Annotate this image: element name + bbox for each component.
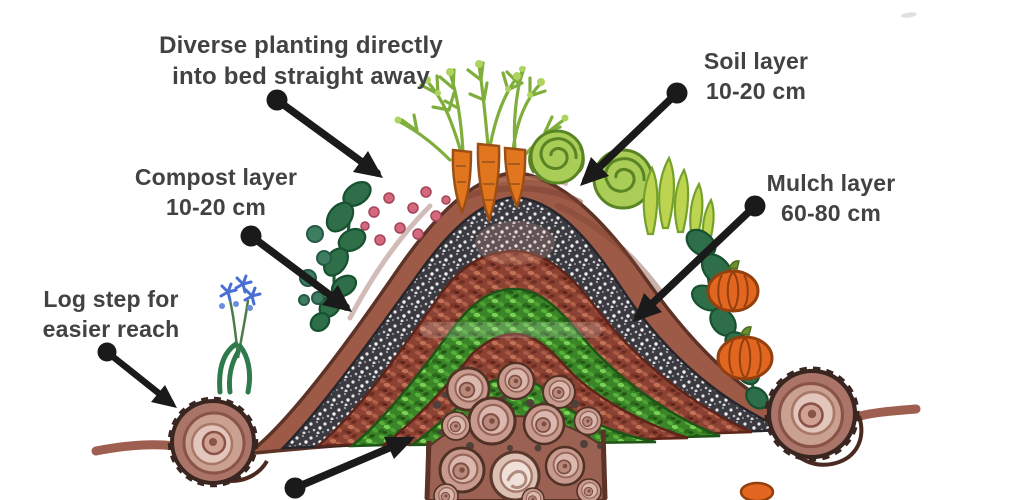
trench-wall-right <box>600 429 608 500</box>
cabbage-icon <box>528 129 654 210</box>
trench-wall-left <box>424 440 432 500</box>
label-line: 10-20 cm <box>705 78 807 104</box>
label-line: 60-80 cm <box>780 200 882 226</box>
pink-flower-icon <box>360 186 451 246</box>
log-step-icon <box>764 366 860 462</box>
blue-flower-icon <box>217 274 262 395</box>
label-soil-layer: Soil layer 10-20 cm <box>666 46 846 106</box>
label-mulch-layer: Mulch layer 60-80 cm <box>731 168 931 228</box>
label-line: 10-20 cm <box>165 194 267 220</box>
buried-logs-icon <box>424 361 608 500</box>
soil-layer-arrow <box>580 82 688 186</box>
carrot-icon <box>394 60 569 224</box>
label-line: Log step for <box>43 286 179 312</box>
label-line: Diverse planting directly <box>159 32 443 59</box>
compost-layer-arrow <box>240 225 352 312</box>
label-line: easier reach <box>42 316 180 342</box>
pumpkin-icon <box>706 260 775 500</box>
paper-sheen <box>475 221 555 265</box>
paper-sheen-band <box>420 322 602 338</box>
label-line: Soil layer <box>703 48 809 74</box>
label-line: Compost layer <box>134 164 298 190</box>
diverse-planting-arrow <box>266 89 383 178</box>
lettuce-icon <box>642 155 715 246</box>
label-diverse-planting: Diverse planting directly into bed strai… <box>130 30 472 92</box>
mulch-layer-arrow <box>633 195 766 322</box>
buried-logs-arrow <box>284 436 415 499</box>
label-compost-layer: Compost layer 10-20 cm <box>105 162 327 222</box>
mound <box>248 170 808 500</box>
label-line: Mulch layer <box>766 170 896 196</box>
label-line: into bed straight away <box>172 63 430 90</box>
label-log-step: Log step for easier reach <box>11 284 211 344</box>
log-step-arrow <box>97 342 177 408</box>
log-step-icon <box>167 396 259 488</box>
paper-smudge <box>901 12 917 18</box>
